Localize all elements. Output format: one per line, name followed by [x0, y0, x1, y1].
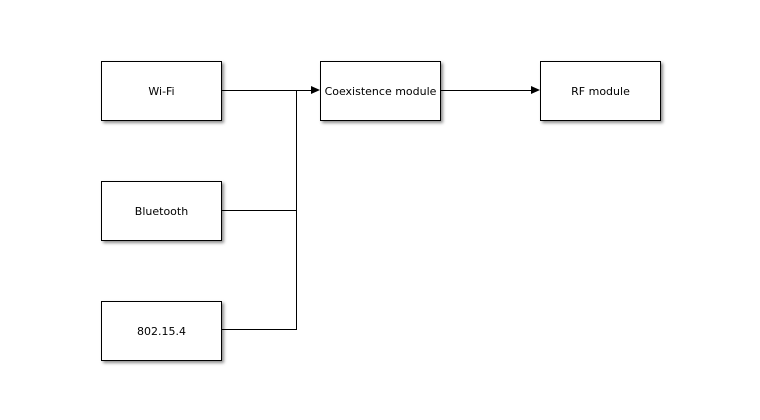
- node-wifi-label: Wi-Fi: [148, 84, 175, 98]
- node-802-15-4-label: 802.15.4: [137, 324, 186, 338]
- node-bluetooth: Bluetooth: [101, 181, 222, 241]
- node-wifi: Wi-Fi: [101, 61, 222, 121]
- arrowhead-right-icon: [311, 86, 320, 94]
- edge-802-15-4-to-junction-line: [222, 329, 297, 330]
- node-rf-module-label: RF module: [571, 84, 630, 98]
- edge-bluetooth-to-junction-line: [222, 210, 296, 211]
- arrowhead-right-icon: [531, 86, 540, 94]
- edge-coexistence-to-rf-line: [441, 90, 531, 91]
- node-coexistence-module: Coexistence module: [320, 61, 441, 121]
- node-coexistence-module-label: Coexistence module: [324, 84, 437, 98]
- edge-merge-junction-line: [296, 90, 297, 330]
- node-rf-module: RF module: [540, 61, 661, 121]
- node-802-15-4: 802.15.4: [101, 301, 222, 361]
- node-bluetooth-label: Bluetooth: [134, 204, 189, 218]
- edge-wifi-to-coexistence-line: [222, 90, 311, 91]
